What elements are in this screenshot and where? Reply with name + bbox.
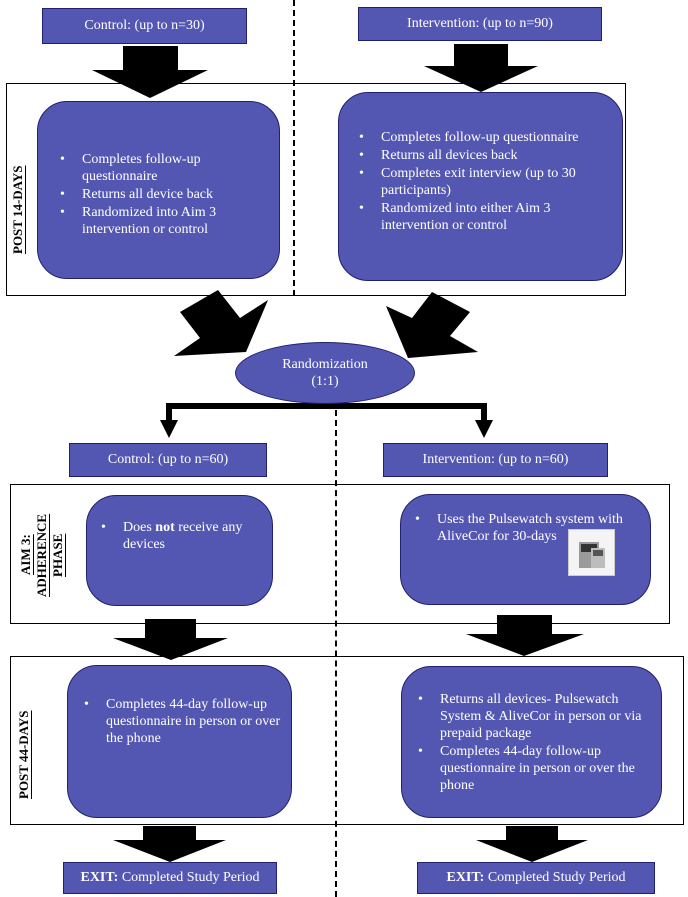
control-text-post: receive any devices [123, 520, 243, 552]
post14-intervention-list: Completes follow-up questionnaire Return… [347, 129, 610, 234]
list-item: Returns all devices- Pulsewatch System &… [418, 691, 653, 742]
intervention-header-top: Intervention: (up to n=90) [358, 7, 602, 41]
aim3-frame [10, 484, 670, 624]
post44-control-box: Completes 44-day follow-up questionnaire… [67, 665, 292, 818]
control-header-top: Control: (up to n=30) [42, 8, 247, 44]
arrowhead-right [475, 420, 493, 438]
randomization-label: Randomization [282, 357, 368, 372]
aim3-intervention-list: Uses the Pulsewatch system with AliveCor… [403, 511, 640, 545]
exit-text: Completed Study Period [118, 870, 260, 885]
aim3-label-line2: ADHERENCE [34, 513, 49, 597]
list-item: Completes follow-up questionnaire [359, 129, 610, 146]
control-text-pre: Does [123, 520, 156, 535]
control-text-emphasis: not [155, 520, 175, 535]
post44-control-list: Completes 44-day follow-up questionnaire… [72, 696, 283, 747]
list-item: Returns all devices back [359, 147, 610, 164]
intervention-header-aim3: Intervention: (up to n=60) [383, 443, 608, 477]
arrow-down-control-top [92, 46, 208, 98]
aim3-label: AIM 3: ADHERENCE PHASE [16, 500, 68, 610]
list-item: Randomized into either Aim 3 interventio… [359, 200, 610, 234]
exit-control-box: EXIT: Completed Study Period [63, 862, 277, 894]
randomization-ratio: (1:1) [311, 374, 339, 389]
aim3-label-line3: PHASE [50, 533, 65, 577]
divider-top [293, 0, 295, 296]
exit-label: EXIT: [80, 870, 119, 885]
arrow-diag-left [174, 290, 268, 356]
post44-intervention-box: Returns all devices- Pulsewatch System &… [401, 666, 662, 818]
post44-frame [10, 656, 684, 825]
aim3-control-box: Does not receive any devices [86, 495, 273, 606]
list-item: Completes 44-day follow-up questionnaire… [418, 743, 653, 794]
list-item: Completes exit interview (up to 30 parti… [359, 165, 610, 199]
post44-intervention-list: Returns all devices- Pulsewatch System &… [406, 691, 653, 794]
list-item: Completes follow-up questionnaire [60, 151, 271, 185]
list-item: Returns all device back [60, 186, 271, 203]
arrow-down-control-mid [113, 619, 228, 660]
post44-label: POST 44-DAYS [16, 710, 31, 800]
arrow-down-intervention-mid [466, 615, 584, 656]
randomization-node: Randomization (1:1) [235, 342, 415, 404]
arrowhead-left [160, 420, 178, 438]
post14-frame [6, 83, 626, 296]
exit-label: EXIT: [446, 870, 485, 885]
list-item: Uses the Pulsewatch system with AliveCor… [415, 511, 640, 545]
post14-intervention-box: Completes follow-up questionnaire Return… [338, 92, 623, 281]
list-item: Randomized into Aim 3 intervention or co… [60, 204, 271, 238]
aim3-control-list: Does not receive any devices [89, 519, 264, 553]
arrow-down-intervention-top [424, 44, 538, 92]
control-header-aim3: Control: (up to n=60) [69, 443, 267, 477]
post14-control-box: Completes follow-up questionnaire Return… [37, 101, 280, 279]
arrow-diag-right [386, 292, 478, 358]
arrow-down-intervention-exit [476, 826, 588, 862]
list-item: Does not receive any devices [101, 519, 264, 553]
aim3-label-line1: AIM 3: [18, 534, 33, 576]
list-item: Completes 44-day follow-up questionnaire… [84, 696, 283, 747]
exit-intervention-box: EXIT: Completed Study Period [417, 862, 655, 894]
post14-label: POST 14-DAYS [10, 165, 25, 255]
post14-control-list: Completes follow-up questionnaire Return… [48, 151, 271, 238]
arrow-down-control-exit [113, 826, 226, 862]
divider-bottom [335, 410, 337, 897]
exit-text: Completed Study Period [484, 870, 626, 885]
device-image-icon [568, 529, 615, 576]
